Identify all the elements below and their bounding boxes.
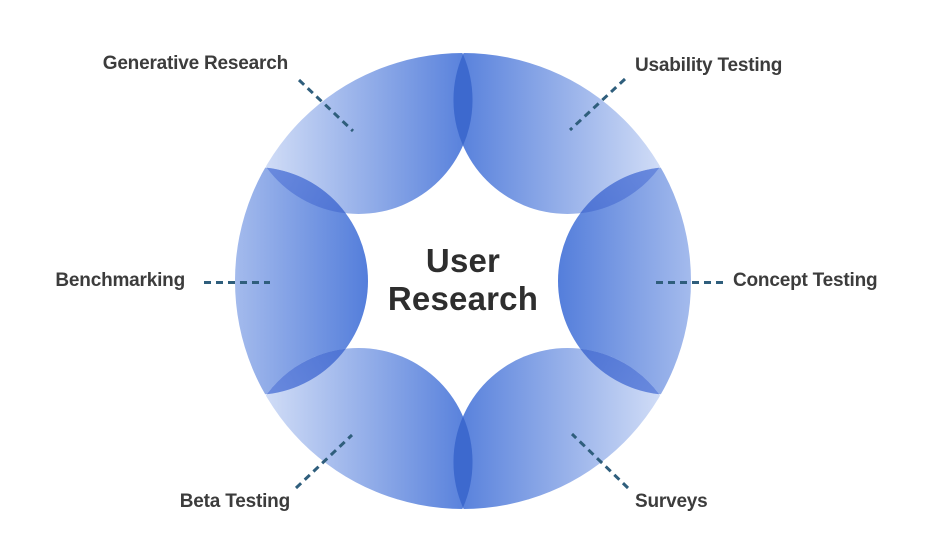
segment-circle-beta-testing	[244, 348, 473, 509]
label-generative-research: Generative Research	[102, 53, 288, 74]
pointer-line-generative-research	[297, 78, 355, 133]
pointer-line-usability-testing	[568, 77, 627, 132]
label-concept-testing: Concept Testing	[733, 270, 878, 291]
pointer-line-surveys	[570, 432, 630, 490]
label-benchmarking: Benchmarking	[55, 270, 185, 291]
segment-circle-surveys	[453, 348, 682, 509]
diagram-title-line1: User	[425, 242, 501, 279]
label-usability-testing: Usability Testing	[635, 55, 783, 76]
label-beta-testing: Beta Testing	[179, 491, 290, 512]
pointer-lines	[204, 77, 723, 490]
pointer-line-beta-testing	[294, 433, 354, 490]
diagram-title-line2: Research	[387, 280, 539, 317]
label-surveys: Surveys	[635, 491, 708, 512]
segment-circle-generative-research	[244, 53, 473, 214]
segment-circle-usability-testing	[453, 53, 682, 214]
diagram-title: User Research	[313, 242, 613, 318]
